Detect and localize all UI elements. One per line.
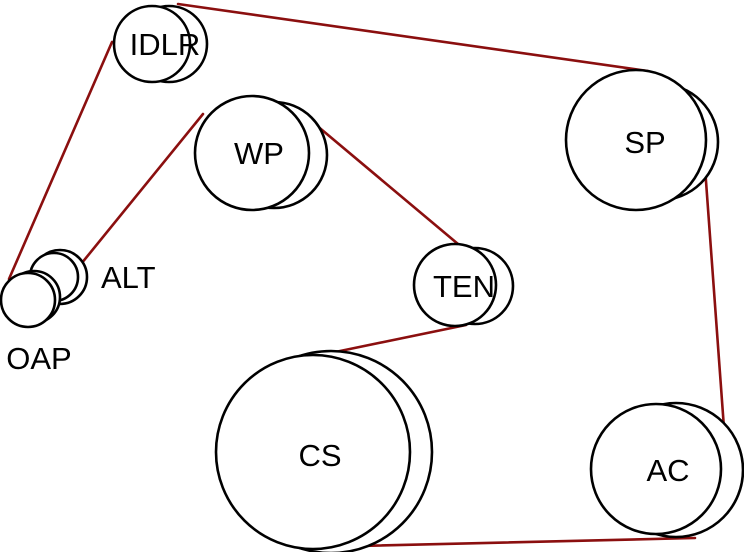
pulley-oap: OAP	[0, 269, 72, 376]
pulley-ac: AC	[589, 401, 744, 539]
pulley-label-oap: OAP	[6, 341, 71, 376]
belt-segment-sp-ac	[701, 138, 727, 444]
belt-segment-ten-wp	[301, 112, 460, 246]
pulley-label-idlr: IDLR	[130, 27, 201, 62]
belt-segment-idlr-sp	[176, 2, 650, 73]
pulley-label-ten: TEN	[433, 269, 495, 304]
belt-segment-ac-cs	[314, 536, 697, 549]
pulley-label-cs: CS	[298, 438, 341, 473]
pulley-label-sp: SP	[624, 125, 665, 160]
pulley-label-alt: ALT	[101, 260, 156, 295]
belt-segment-oap-idlr	[7, 40, 114, 281]
pulley-cs: CS	[214, 349, 434, 552]
pulley-idlr: IDLR	[112, 4, 209, 84]
pulley-sp: SP	[564, 68, 720, 212]
pulley-label-ac: AC	[646, 453, 689, 488]
pulley-wp: WP	[193, 94, 329, 212]
serpentine-belt	[7, 2, 727, 549]
pulley-label-wp: WP	[234, 136, 284, 171]
pulley-ten: TEN	[412, 242, 515, 328]
